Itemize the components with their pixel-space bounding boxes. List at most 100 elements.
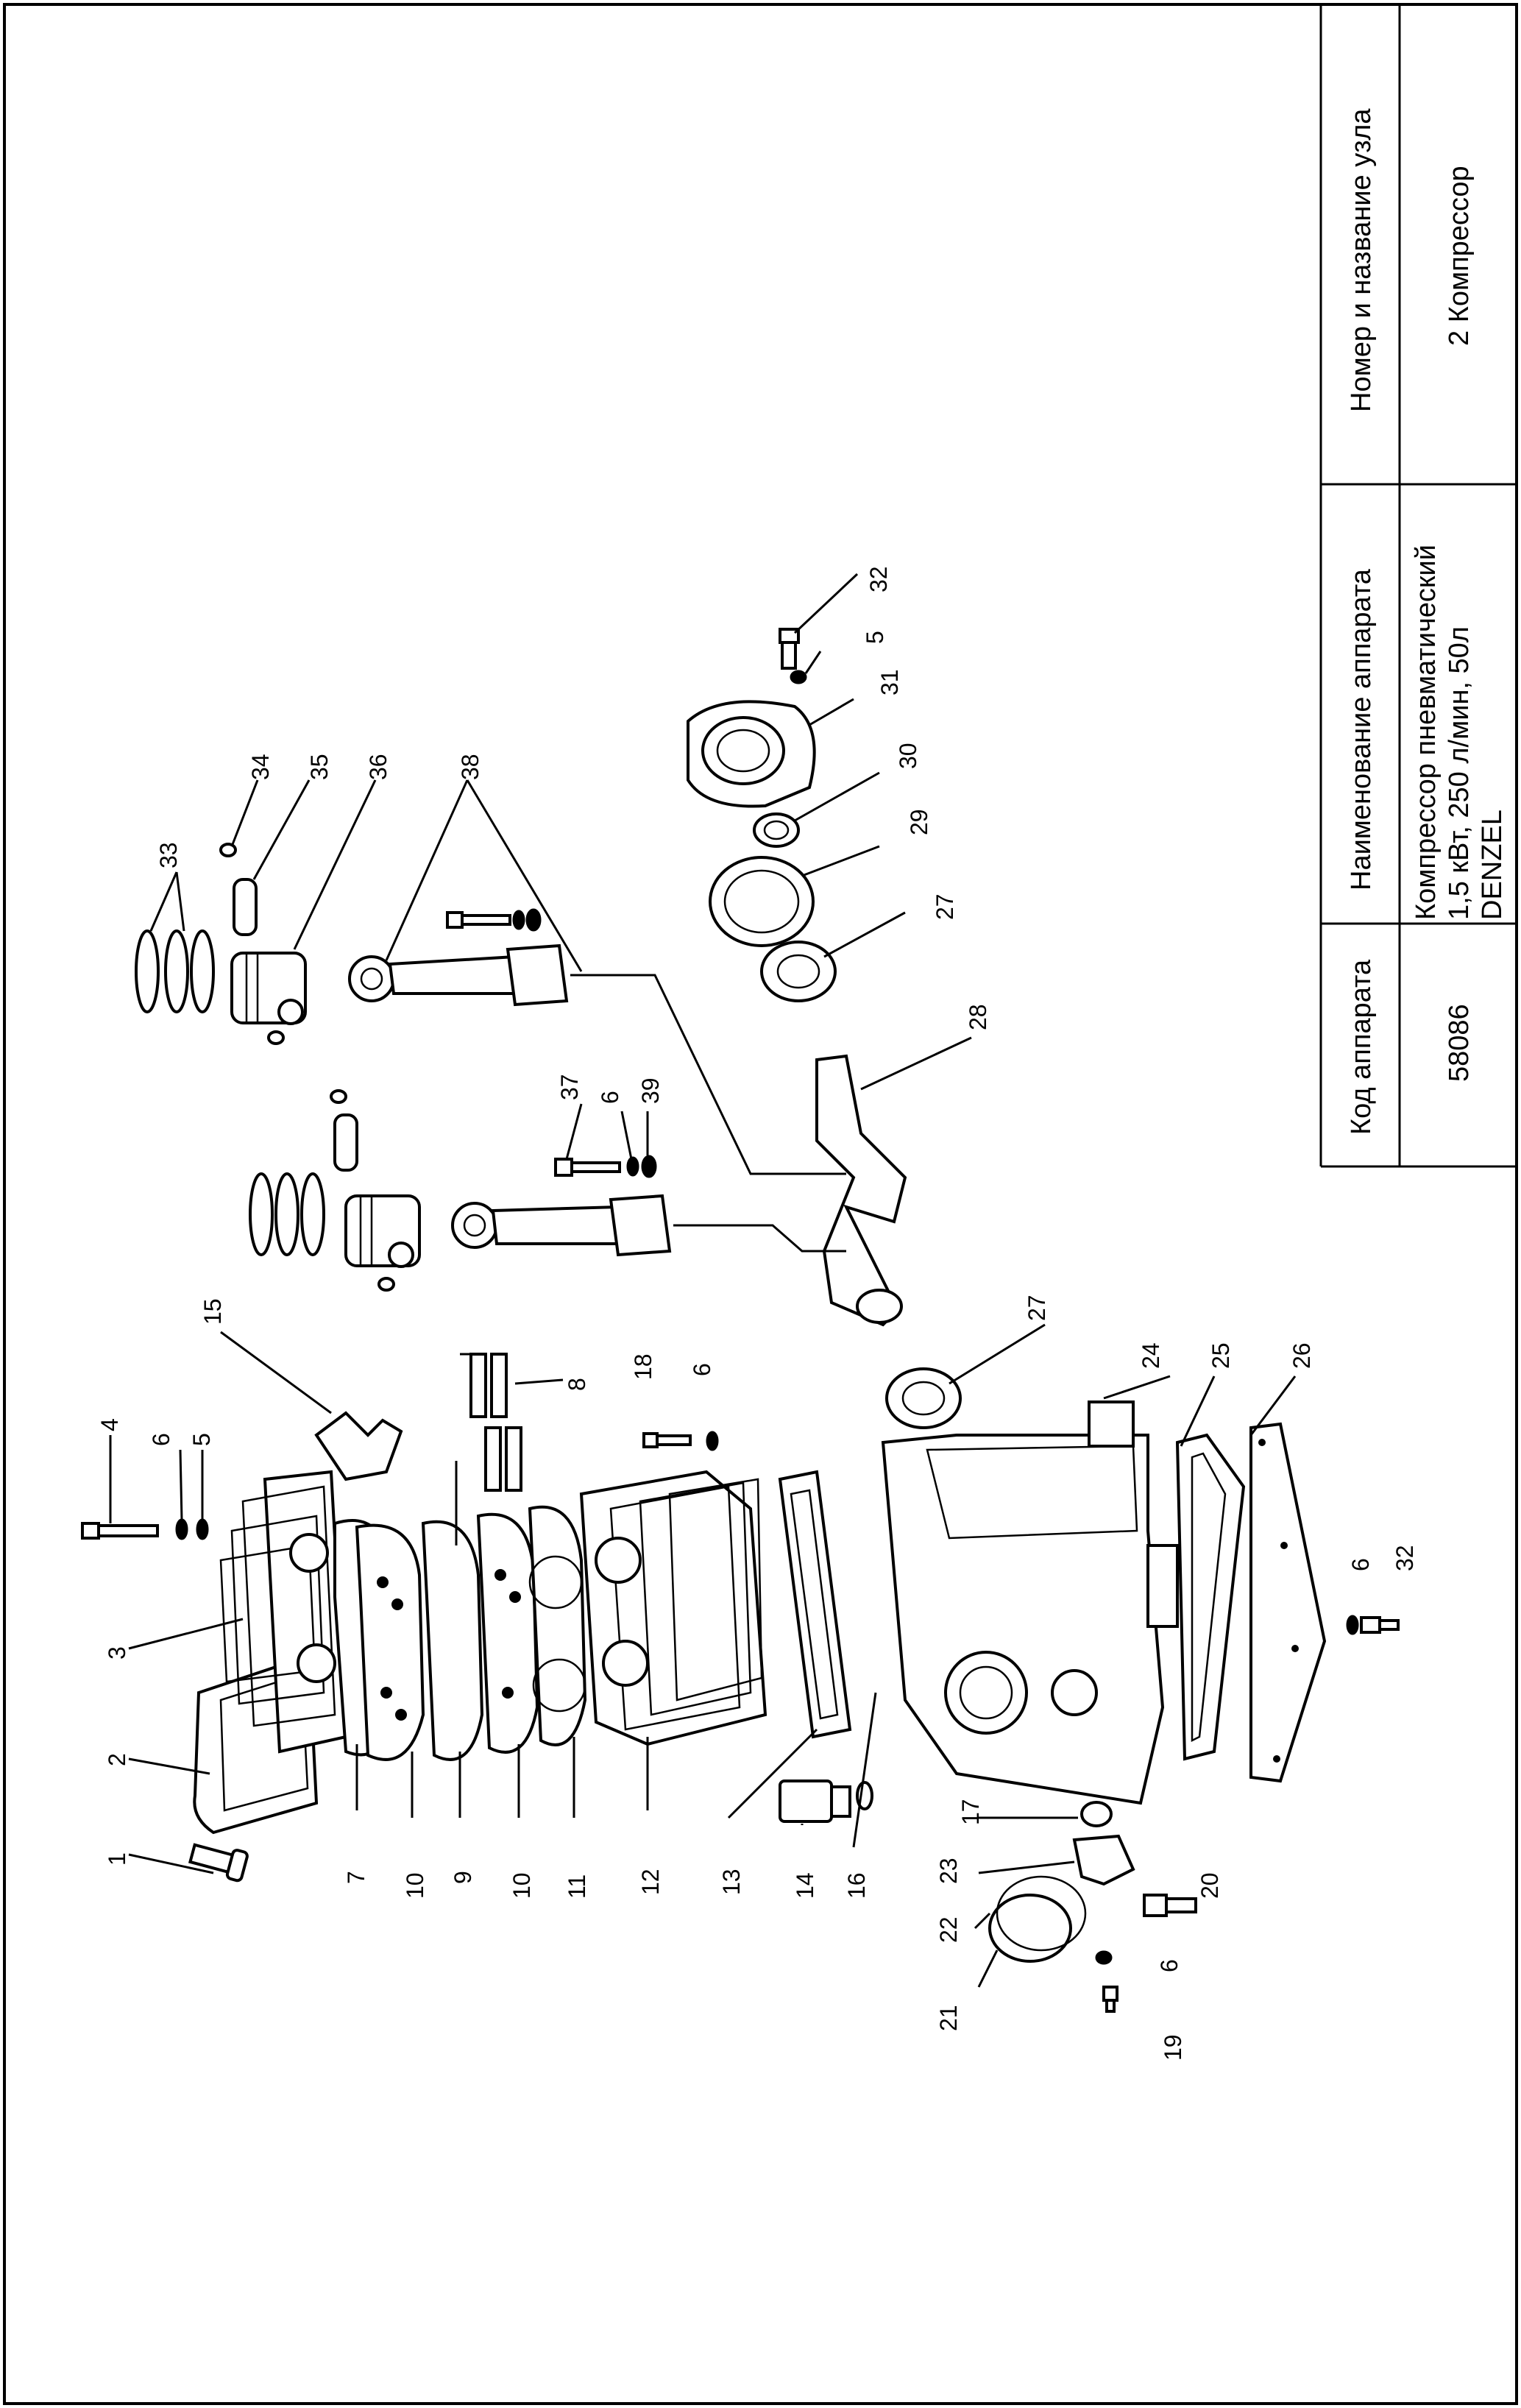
callout-27b: 27 [932,893,958,920]
callout-6e: 6 [597,1091,623,1104]
part-1-bolt [188,1843,249,1883]
part-11-gasket [528,1505,587,1746]
part-5-washer [196,1518,209,1540]
part-27-bearing-2 [760,941,837,1002]
part-37-bolt-upper [446,911,511,929]
part-35-piston-pin-2 [333,1113,358,1172]
callout-6: 6 [148,1433,174,1446]
callout-28: 28 [965,1004,991,1030]
part-33-piston-rings [135,929,215,1013]
callout-7: 7 [343,1871,369,1884]
part-6-washer-upper [512,910,525,930]
part-6-washer-4 [1095,1950,1113,1965]
callout-3: 3 [104,1646,130,1660]
title-block: Код аппарата 58086 Наименование аппарата… [1319,4,1517,1168]
callout-13: 13 [718,1869,745,1895]
part-19-screw [1102,1986,1118,2013]
callout-38: 38 [457,754,483,780]
part-5-washer-2 [790,670,807,684]
part-3-cylinder-head [219,1470,348,1754]
callout-6b: 6 [689,1363,715,1376]
callout-36: 36 [365,754,391,780]
callout-32: 32 [1391,1545,1418,1571]
header-code: Код аппарата [1346,959,1377,1135]
callout-25: 25 [1208,1342,1234,1369]
callout-2: 2 [104,1753,130,1766]
part-6-washer-2 [706,1431,719,1451]
callout-14: 14 [792,1872,818,1899]
callout-21: 21 [935,2005,962,2031]
part-23-plug [1072,1834,1135,1886]
callout-34: 34 [247,754,274,780]
callout-10b: 10 [508,1872,535,1899]
part-25-gasket [1175,1433,1246,1761]
callout-5: 5 [188,1433,215,1446]
part-circlip-2a [330,1089,347,1104]
part-38-connecting-rod [348,943,589,1007]
rod-to-crank-line-2 [692,1224,846,1253]
part-32-screw [1360,1616,1400,1634]
part-18-bolt [642,1432,692,1448]
part-4-long-bolt [81,1522,159,1540]
part-39-nut [641,1155,657,1178]
part-32-screw-2 [779,628,800,670]
callout-37: 37 [556,1074,583,1100]
part-10-valve-plate [355,1523,425,1761]
value-apparatus-line3: DENZEL [1477,810,1508,920]
part-33-piston-rings-2 [249,1172,325,1256]
callout-31: 31 [876,669,903,695]
callout-6d: 6 [1347,1558,1374,1571]
callout-4: 4 [96,1418,123,1431]
callout-32b: 32 [865,566,892,592]
part-12-cylinder-block [579,1470,767,1746]
part-28-crankshaft [815,1054,907,1327]
callout-33: 33 [155,842,182,868]
callout-27: 27 [1024,1295,1050,1321]
callout-6c: 6 [1156,1959,1183,1972]
part-24-crankcase [881,1400,1179,1805]
part-17-seal [1080,1801,1113,1827]
part-36-piston [230,952,307,1025]
part-circlip-lower [267,1030,285,1045]
callout-26: 26 [1288,1342,1315,1369]
part-34-circlip [219,843,237,857]
value-apparatus-line1: Компрессор пневматический [1411,545,1442,920]
callout-9: 9 [450,1871,476,1884]
part-21-cover-plate [988,1894,1072,1963]
part-30-seal [753,812,800,848]
part-31-housing [687,700,816,808]
part-14-breather [779,1780,851,1823]
part-27-bearing [885,1367,962,1429]
callout-22: 22 [935,1916,962,1943]
callout-5b: 5 [862,631,888,644]
callout-19: 19 [1160,2034,1186,2061]
part-38-connecting-rod-2 [451,1194,692,1257]
callout-10a: 10 [402,1872,428,1899]
callout-23: 23 [935,1858,962,1884]
callout-labels: 1 2 3 4 5 6 7 8 9 10 10 11 12 13 14 15 1… [96,566,1418,2061]
part-29-gasket [709,856,815,947]
callout-17: 17 [957,1799,984,1825]
part-6-washer-5 [626,1156,639,1177]
part-36-piston-2 [344,1194,421,1268]
part-26-cover [1249,1422,1327,1783]
part-6-washer [175,1518,188,1540]
header-apparatus-name: Наименование аппарата [1346,568,1377,890]
value-apparatus-line2: 1,5 кВт, 250 л/мин, 50л [1444,626,1475,920]
callout-20: 20 [1196,1872,1223,1899]
callout-35: 35 [306,754,333,780]
callout-15: 15 [199,1298,226,1325]
part-6-washer-3 [1346,1615,1359,1635]
value-code: 58086 [1444,1004,1475,1082]
callout-11: 11 [564,1874,590,1899]
part-8-reed-valves [469,1353,522,1492]
part-20-bolt [1143,1894,1197,1917]
callout-18: 18 [630,1353,656,1380]
header-unit: Номер и название узла [1346,108,1377,412]
part-22-gasket [996,1875,1087,1952]
part-39-nut-upper [525,908,542,932]
callout-24: 24 [1138,1342,1164,1369]
callout-16: 16 [843,1872,870,1899]
page-border [3,3,1518,2405]
